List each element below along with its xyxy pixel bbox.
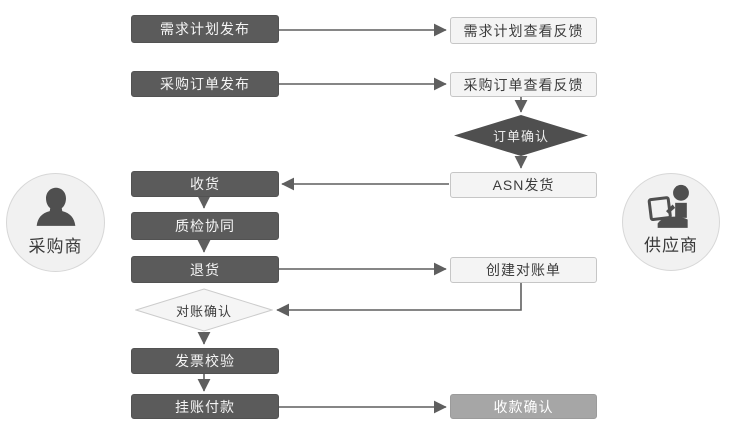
flow-node-label: 采购订单发布 <box>160 76 250 92</box>
person-icon <box>7 182 104 234</box>
arrow-statement-to-reconcile <box>276 283 522 317</box>
flow-node-po-feedback: 采购订单查看反馈 <box>450 72 597 97</box>
flow-node-label: ASN发货 <box>492 177 555 193</box>
supplier-actor: 供应商 <box>622 173 720 271</box>
flow-node-label: 退货 <box>190 261 220 278</box>
flow-node-order-confirm: 订单确认 <box>454 115 588 156</box>
person-laptop-icon <box>623 182 719 232</box>
flow-node-asn-ship: ASN发货 <box>450 172 597 198</box>
buyer-actor: 采购商 <box>6 173 105 272</box>
flow-node-quality-collab: 质检协同 <box>131 212 279 240</box>
flow-node-label: 对账确认 <box>175 303 232 319</box>
flow-node-demand-plan-release: 需求计划发布 <box>131 15 279 43</box>
flow-node-label: 订单确认 <box>492 129 549 144</box>
flow-node-label: 收款确认 <box>493 398 554 415</box>
flow-node-account-payment: 挂账付款 <box>131 394 279 419</box>
flow-node-po-release: 采购订单发布 <box>131 71 279 97</box>
flow-node-create-statement: 创建对账单 <box>450 257 597 283</box>
flow-node-label: 创建对账单 <box>486 262 561 278</box>
buyer-label: 采购商 <box>28 237 83 256</box>
flow-node-label: 采购订单查看反馈 <box>463 76 584 93</box>
flow-node-return-goods: 退货 <box>131 256 279 283</box>
flow-node-label: 收货 <box>190 176 220 192</box>
flow-node-label: 需求计划查看反馈 <box>463 22 584 39</box>
flow-node-label: 挂账付款 <box>175 398 235 415</box>
flow-node-receive-goods: 收货 <box>131 171 279 197</box>
flow-node-label: 发票校验 <box>175 353 235 369</box>
supplier-label: 供应商 <box>644 236 698 255</box>
flow-node-receipt-confirm: 收款确认 <box>450 394 597 419</box>
flow-node-label: 需求计划发布 <box>160 21 250 37</box>
flow-node-label: 质检协同 <box>175 218 235 234</box>
flow-node-reconcile-confirm: 对账确认 <box>135 288 273 332</box>
flow-node-demand-plan-feedback: 需求计划查看反馈 <box>450 17 597 44</box>
flow-node-invoice-check: 发票校验 <box>131 348 279 374</box>
